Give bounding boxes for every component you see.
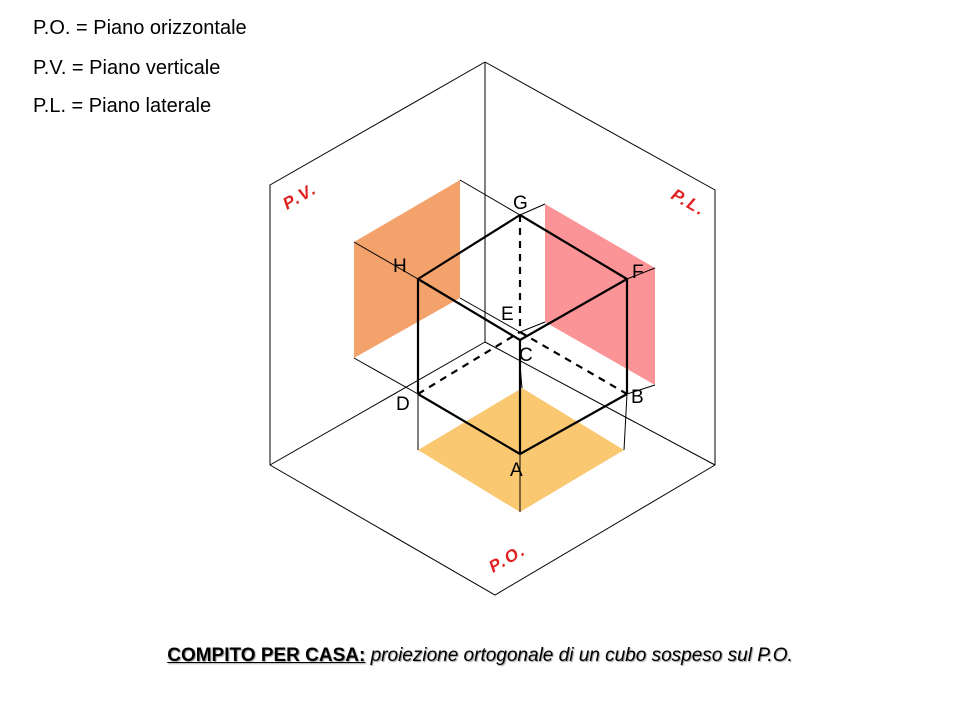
vertex-label-h: H	[393, 256, 407, 277]
x-axis	[269, 341, 486, 466]
po-plane-label: P.O.	[486, 540, 530, 576]
ref-line	[623, 393, 628, 451]
legend-po: P.O. = Piano orizzontale	[33, 17, 247, 39]
vertex-label-f: F	[632, 262, 644, 283]
vertex-label-b: B	[631, 387, 644, 408]
ref-line	[459, 297, 521, 333]
ref-line	[626, 384, 656, 395]
vertex-label-g: G	[513, 193, 528, 214]
po-plane-edge	[269, 464, 716, 596]
ref-line	[459, 179, 521, 216]
pv-plane-label: P.V.	[280, 179, 321, 214]
legend-pl: P.L. = Piano laterale	[33, 95, 212, 117]
vertex-label-a: A	[510, 460, 523, 481]
homework-label: COMPITO PER CASA:	[167, 645, 366, 666]
vertex-label-e: E	[501, 304, 514, 325]
ref-line	[519, 321, 546, 333]
legend-pv: P.V. = Piano verticale	[33, 57, 221, 79]
homework-caption: COMPITO PER CASA: proiezione ortogonale …	[0, 645, 960, 667]
cube-hidden-edge-dc	[417, 331, 521, 395]
ref-line	[626, 267, 656, 280]
homework-task: proiezione ortogonale di un cubo sospeso…	[370, 645, 793, 666]
ref-line	[519, 203, 546, 216]
vertex-label-d: D	[396, 394, 410, 415]
pv-projection-face	[354, 180, 460, 358]
pl-plane-label: P.L.	[668, 185, 710, 220]
ref-line	[353, 241, 419, 280]
pl-plane-edge	[484, 61, 716, 465]
vertex-label-c: C	[519, 345, 533, 366]
ref-line	[353, 357, 419, 395]
pv-plane-edge	[269, 61, 486, 465]
y-axis	[484, 341, 716, 466]
